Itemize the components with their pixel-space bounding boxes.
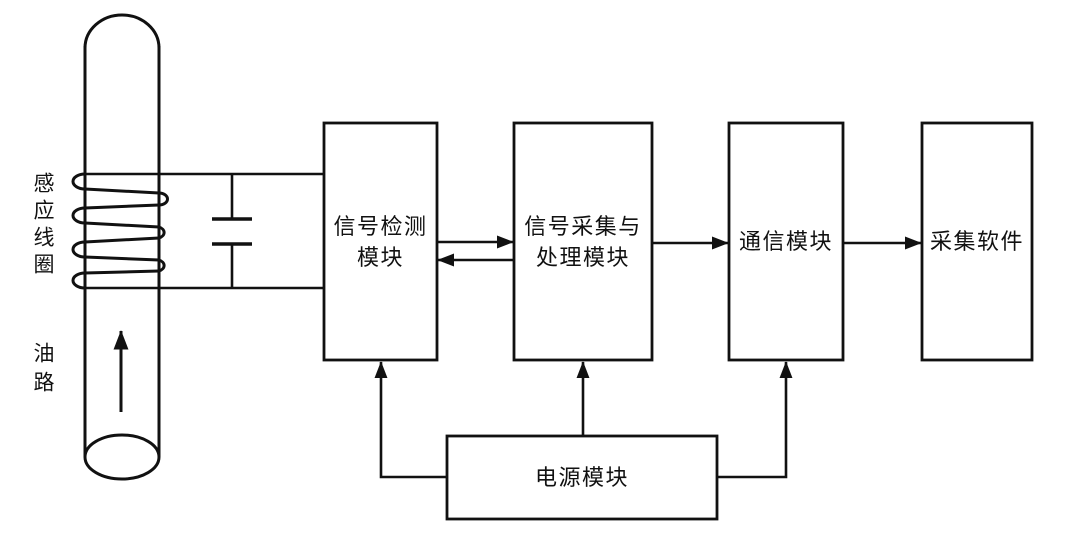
- induction-coil-label: 感应线圈: [31, 172, 55, 280]
- oil-path-label: 油路: [31, 342, 55, 400]
- block-communication: [727, 121, 845, 362]
- arrow-power-to-detection: [374, 361, 447, 479]
- block-signal-detection: [322, 121, 439, 362]
- signal-detection-label: 信号检测 模块: [333, 213, 428, 270]
- block-acquisition-software: [920, 121, 1034, 362]
- oil-pipe: [83, 13, 161, 481]
- block-signal-acquisition-processing: [512, 121, 654, 362]
- arrow-power-to-communication: [717, 361, 793, 479]
- capacitor: [212, 174, 252, 288]
- acquisition-software-label: 采集软件: [929, 229, 1024, 254]
- signal-acquisition-processing-label: 信号采集与 处理模块: [524, 213, 642, 270]
- communication-label: 通信模块: [738, 229, 833, 254]
- induction-coil: [71, 172, 169, 290]
- coil-wires: [85, 172, 324, 290]
- power-module-label: 电源模块: [534, 465, 629, 490]
